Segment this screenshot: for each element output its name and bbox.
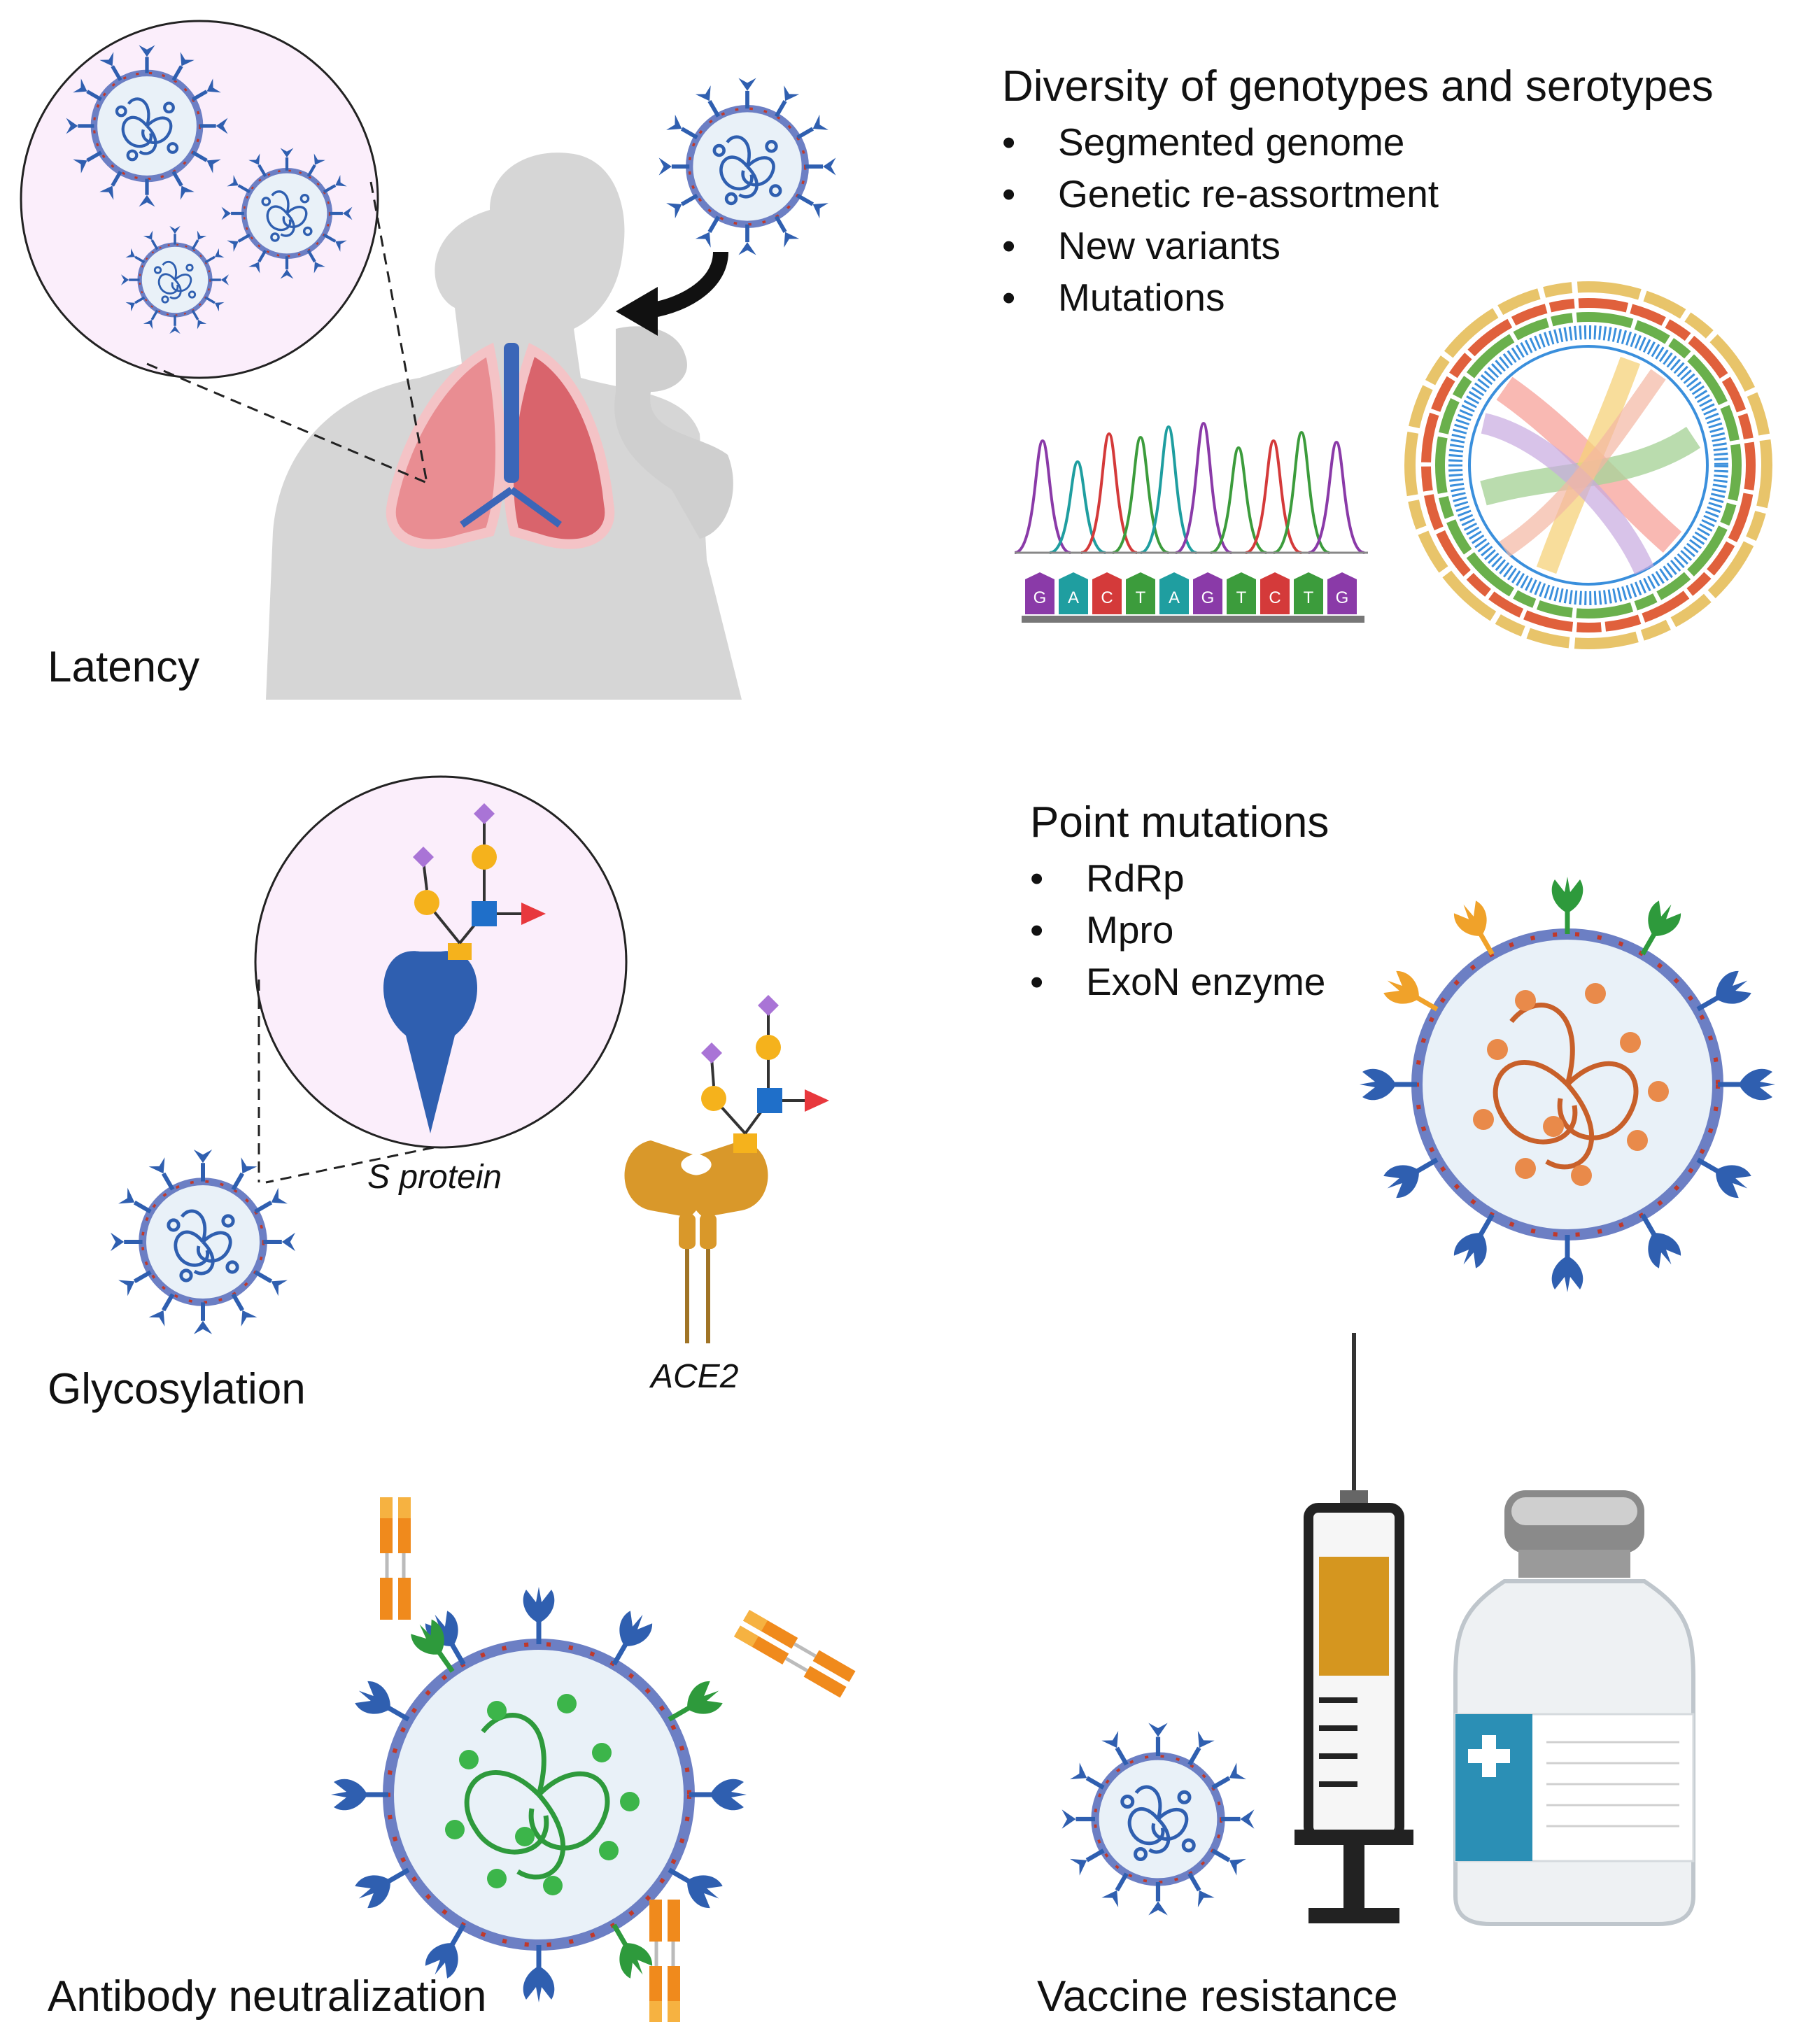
sequence-base-letter: A — [1068, 588, 1079, 607]
sequence-base-tag — [1025, 572, 1054, 614]
inset-circle-latency — [20, 20, 428, 484]
diversity-bullet-list: Segmented genome Genetic re-assortment N… — [1002, 116, 1439, 323]
sequence-base-tag — [1294, 572, 1323, 614]
latency-label: Latency — [48, 643, 200, 691]
ace2-receptor-icon — [624, 995, 829, 1343]
sequence-base-tag — [1227, 572, 1256, 614]
sequence-base-letter: G — [1336, 588, 1349, 607]
sequence-base-tag — [1059, 572, 1088, 614]
sequence-base-letter: C — [1101, 588, 1113, 607]
sequence-base-tag — [1126, 572, 1155, 614]
list-item: Genetic re-assortment — [1002, 168, 1439, 220]
list-item: New variants — [1002, 220, 1439, 271]
diversity-heading: Diversity of genotypes and serotypes — [1002, 62, 1714, 111]
sequence-base-letter: T — [1236, 588, 1247, 607]
vaccine-vial-icon — [1453, 1490, 1695, 1926]
sequence-base-tag — [1193, 572, 1222, 614]
sequence-base-tag — [1260, 572, 1290, 614]
syringe-icon — [1295, 1333, 1413, 1923]
s-protein-label: S protein — [367, 1159, 502, 1196]
arrow-icon — [616, 251, 728, 336]
list-item: Mutations — [1002, 271, 1439, 323]
sequence-base-tag — [1159, 572, 1189, 614]
circos-plot-icon — [1404, 281, 1772, 649]
lungs-icon — [386, 342, 615, 549]
list-item: Segmented genome — [1002, 116, 1439, 168]
virus-icon — [659, 78, 836, 255]
list-item: Mpro — [1030, 904, 1325, 956]
sequence-base-tag — [1327, 572, 1357, 614]
list-item: ExoN enzyme — [1030, 956, 1325, 1008]
sequence-base-letter: T — [1304, 588, 1314, 607]
sequence-base-letter: G — [1201, 588, 1215, 607]
virus-icon — [111, 1150, 295, 1334]
ace2-label: ACE2 — [651, 1358, 739, 1395]
virus-icon-mutant — [1360, 877, 1775, 1292]
point-mutations-heading: Point mutations — [1030, 798, 1329, 847]
sequence-base-tag — [1092, 572, 1122, 614]
virus-icon — [1062, 1723, 1255, 1916]
list-item: RdRp — [1030, 852, 1325, 904]
sequence-base-letter: C — [1269, 588, 1281, 607]
antibody-neutralization-label: Antibody neutralization — [48, 1972, 487, 2021]
sequence-base-letter: G — [1034, 588, 1047, 607]
sequence-base-letter: T — [1136, 588, 1146, 607]
virus-icon-neutralized — [331, 1587, 747, 2002]
sequence-base-letter: A — [1169, 588, 1180, 607]
vaccine-resistance-label: Vaccine resistance — [1037, 1972, 1398, 2021]
point-mutations-bullet-list: RdRp Mpro ExoN enzyme — [1030, 852, 1325, 1008]
chromatogram-icon — [1014, 421, 1368, 623]
glycosylation-label: Glycosylation — [48, 1365, 306, 1413]
s-protein-icon — [383, 803, 546, 1133]
